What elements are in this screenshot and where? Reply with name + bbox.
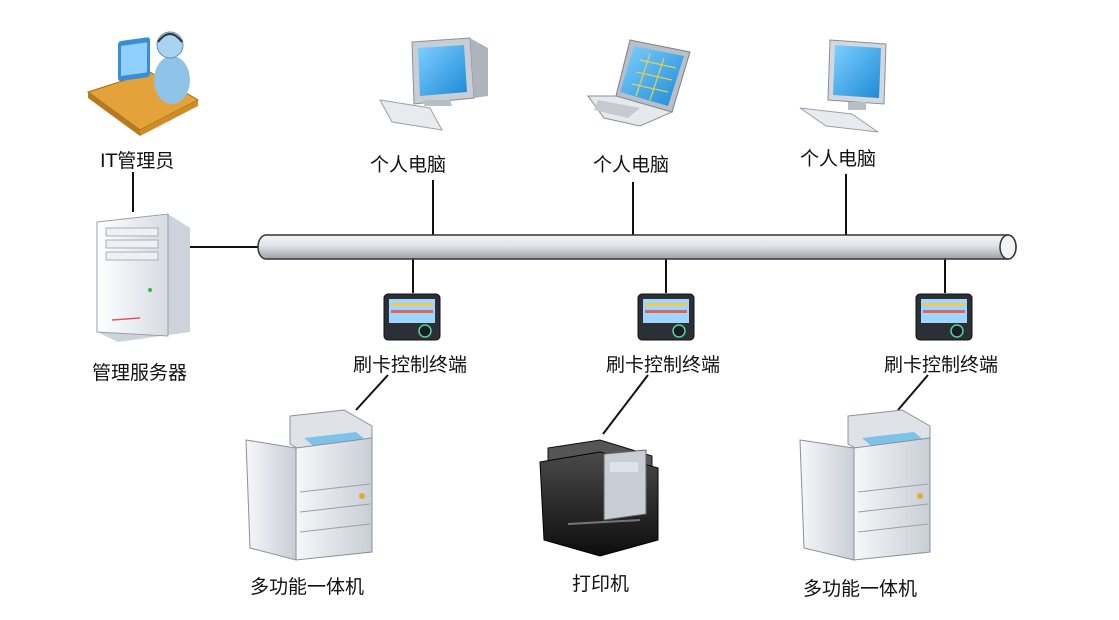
label-pc-3: 个人电脑 — [800, 148, 877, 170]
label-mfp-2: 多功能一体机 — [803, 578, 918, 600]
line-terminal1-mfp1 — [355, 374, 389, 411]
label-server: 管理服务器 — [92, 362, 188, 384]
label-pc-1: 个人电脑 — [370, 154, 447, 176]
mfp-1-icon — [245, 409, 373, 561]
network-bus — [257, 234, 1017, 260]
pc-1-icon — [379, 37, 488, 131]
label-it-admin: IT管理员 — [100, 150, 175, 172]
terminal-1-icon — [383, 293, 441, 341]
line-terminal2-printer — [602, 374, 649, 435]
label-terminal-1: 刷卡控制终端 — [353, 354, 468, 376]
label-terminal-3: 刷卡控制终端 — [884, 354, 999, 376]
label-terminal-2: 刷卡控制终端 — [606, 354, 721, 376]
line-terminal3-mfp2 — [897, 374, 929, 411]
pc-3-icon — [799, 39, 887, 133]
terminal-3-icon — [915, 293, 973, 341]
pc-2-icon — [587, 39, 691, 127]
label-printer: 打印机 — [572, 573, 630, 595]
printer-icon — [539, 439, 659, 557]
label-mfp-1: 多功能一体机 — [250, 576, 365, 598]
it-admin-icon — [86, 31, 200, 136]
label-pc-2: 个人电脑 — [593, 154, 670, 176]
server-icon — [96, 213, 190, 342]
mfp-2-icon — [799, 409, 931, 561]
connection-lines — [132, 172, 946, 435]
terminal-2-icon — [637, 293, 695, 341]
